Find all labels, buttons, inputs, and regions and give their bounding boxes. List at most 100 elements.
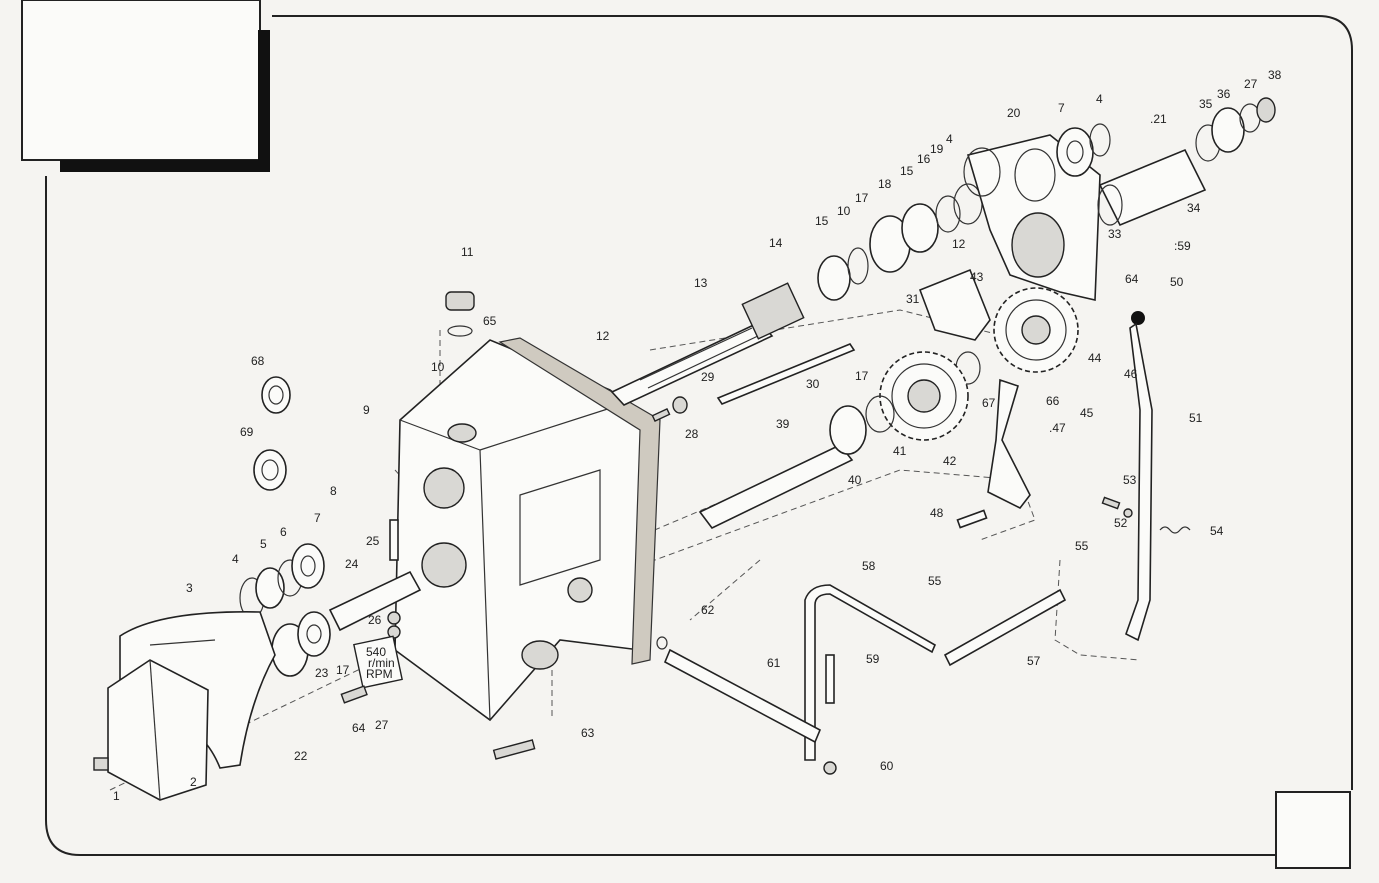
callout-cap: 2: [190, 775, 197, 789]
callout-bolt: 59: [866, 652, 880, 666]
page-frame: [21, 0, 1353, 869]
large-gear-lower: [879, 351, 969, 441]
callout-shaft: 13: [694, 276, 708, 290]
stub-shaft: [328, 519, 422, 632]
callout-bearing: 40: [848, 473, 862, 487]
callout-ring: 19: [930, 142, 944, 156]
upper-bearing-stack: [817, 183, 983, 301]
callout-bearing: 18: [878, 177, 892, 191]
callout-pin: 55: [1075, 539, 1089, 553]
callout-plate: 20: [1007, 106, 1021, 120]
callout-bolt: 1: [113, 789, 120, 803]
sleeve: [1097, 148, 1207, 227]
callout-nut: 60: [880, 759, 894, 773]
callout-bearing: 15: [900, 164, 914, 178]
callout-pin: 64: [352, 721, 366, 735]
callout-snap-ring: 4: [232, 552, 239, 566]
callout-washer: 17: [855, 191, 869, 205]
callout-o-ring: 62: [701, 603, 715, 617]
callout-pin: 64: [1125, 272, 1139, 286]
callout-pin: 43: [970, 270, 984, 284]
pin: [340, 685, 368, 704]
callout-ring: 27: [1244, 77, 1258, 91]
lower-shaft: [698, 395, 895, 530]
callout-sleeve: 34: [1187, 201, 1201, 215]
callout-bearing: 7: [1058, 101, 1065, 115]
gearbox-housing: [394, 337, 661, 722]
rpm-plate-line1: 540: [366, 645, 386, 659]
callout-gear: 14: [769, 236, 783, 250]
callout-bearing: 41: [893, 444, 907, 458]
callout-pin: 55: [928, 574, 942, 588]
callout-ring: 35: [1199, 97, 1213, 111]
callout-bearing: 36: [1217, 87, 1231, 101]
rpm-plate-line3: RPM: [366, 667, 393, 681]
callout-lever: .47: [1049, 421, 1066, 435]
callout-bolt: 28: [685, 427, 699, 441]
callout-knob: 50: [1170, 275, 1184, 289]
callout-bolt: 33: [1108, 227, 1122, 241]
rod-and-fasteners: [651, 343, 856, 423]
u-bracket: [804, 584, 937, 761]
end-cap-stack: [1195, 97, 1276, 162]
small-nuts: [387, 611, 401, 639]
callout-guard: 3: [186, 581, 193, 595]
callout-o-ring: 65: [483, 314, 497, 328]
callout-cap: 38: [1268, 68, 1282, 82]
callout-nut: .21: [1150, 112, 1167, 126]
control-rod: [1125, 311, 1153, 642]
filler-cap: [445, 291, 475, 337]
callout-gear: 66: [1046, 394, 1060, 408]
callout-ring: 16: [917, 152, 931, 166]
callout-spring: 54: [1210, 524, 1224, 538]
callout-plug: 45: [1080, 406, 1094, 420]
callout-washer: 17: [855, 369, 869, 383]
top-bearing: [1056, 123, 1111, 177]
callout-spring: 46: [1124, 367, 1138, 381]
pto-cap: [93, 659, 209, 801]
callout-washer: 53: [1123, 473, 1137, 487]
callout-bearing: 7: [314, 511, 321, 525]
callout-gear: 42: [943, 454, 957, 468]
upper-shaft: [610, 321, 774, 406]
callout-nut: 29: [701, 370, 715, 384]
seals-left: [253, 376, 291, 491]
bolt-and-nut: [823, 654, 837, 775]
callout-bearing: 23: [315, 666, 329, 680]
bolt: [492, 739, 536, 760]
large-gear-upper: [993, 287, 1079, 373]
callout-pin: 12: [952, 237, 966, 251]
callout-washer: 67: [982, 396, 996, 410]
shift-fork: [918, 268, 991, 341]
callout-filler-cap: 11: [461, 245, 474, 259]
cross-shaft: [656, 636, 822, 744]
callout-bolt: 63: [581, 726, 595, 740]
callout-fork: 31: [906, 292, 920, 306]
rpm-plate: 540 r/min RPM: [353, 635, 403, 689]
callout-ring: 10: [837, 204, 851, 218]
callout-snap-ring: 4: [1096, 92, 1103, 106]
callout-washer: 17: [336, 663, 350, 677]
callout-rod: 30: [806, 377, 820, 391]
callout-bearing: 15: [815, 214, 829, 228]
callout-shaft: 61: [767, 656, 781, 670]
callout-housing: 10: [431, 360, 445, 374]
callout-shaft: 39: [776, 417, 790, 431]
callout-bolt: 52: [1114, 516, 1128, 530]
callout-shaft: 24: [345, 557, 359, 571]
callout-pin: 48: [930, 506, 944, 520]
selector-lever: [987, 378, 1031, 510]
callout-link: 57: [1027, 654, 1041, 668]
callout-washer: 5: [260, 537, 267, 551]
callout-seal: 6: [280, 525, 287, 539]
callout-gasket: 12: [596, 329, 610, 343]
callout-snap-ring: 4: [946, 132, 953, 146]
seal-pair: [271, 611, 331, 677]
callout-rod: 51: [1189, 411, 1203, 425]
pin: [956, 509, 988, 529]
small-gear: [741, 282, 805, 340]
callout-plug: 9: [363, 403, 370, 417]
callout-bolt: :59: [1174, 239, 1191, 253]
